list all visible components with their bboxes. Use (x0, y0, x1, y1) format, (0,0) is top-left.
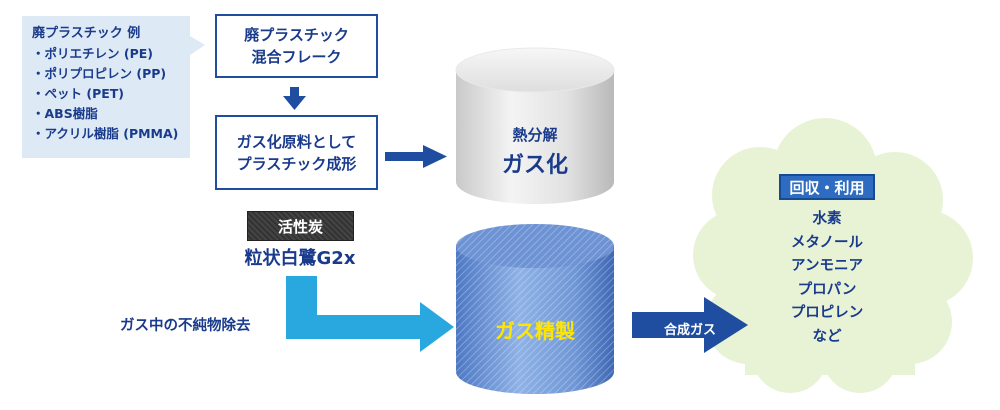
recovery-item: プロパン (797, 281, 857, 298)
recovery-item: プロピレン (790, 305, 864, 321)
example-item: ・ABS樹脂 (32, 106, 98, 121)
recovery-cloud (693, 118, 973, 393)
example-item: ・ポリエチレン (PE) (32, 46, 153, 61)
gasifier-line2: ガス化 (501, 153, 568, 178)
recovery-item: 水素 (812, 211, 842, 227)
forming-line2: プラスチック成形 (236, 154, 357, 173)
plastic-examples-panel: 廃プラスチック 例 ・ポリエチレン (PE) ・ポリプロピレン (PP) ・ペッ… (22, 16, 190, 158)
flake-line1: 廃プラスチック (244, 26, 349, 44)
purifier-cylinder (456, 224, 614, 394)
forming-line1: ガス化原料として (236, 132, 357, 151)
syngas-arrow (632, 297, 748, 353)
recovery-title: 回収・利用 (779, 174, 875, 200)
recovery-item: など (812, 328, 842, 345)
purifier-label: ガス精製 (495, 319, 575, 343)
plastic-forming-box: ガス化原料として プラスチック成形 (215, 115, 378, 190)
activated-carbon-badge: 活性炭 (247, 211, 354, 241)
product-name: 粒状白鷺G2x (244, 248, 356, 269)
examples-heading: 廃プラスチック 例 (32, 26, 141, 41)
recovery-item: メタノール (790, 234, 864, 251)
impurity-removal-arrow (286, 276, 454, 352)
impurity-removal-label: ガス中の不純物除去 (120, 318, 251, 334)
gasifier-cylinder (455, 47, 615, 204)
forming-to-gasifier-arrow (385, 145, 447, 168)
flake-to-forming-arrow (283, 87, 306, 110)
waste-flake-box: 廃プラスチック 混合フレーク (215, 14, 378, 78)
gasifier-label: 熱分解 ガス化 (456, 124, 614, 179)
examples-callout (190, 36, 205, 55)
example-item: ・ポリプロピレン (PP) (32, 66, 167, 81)
example-item: ・ペット (PET) (32, 86, 125, 101)
gasifier-line1: 熱分解 (512, 126, 558, 144)
example-item: ・アクリル樹脂 (PMMA) (32, 126, 179, 141)
recovery-list: 水素 メタノール アンモニア プロパン プロピレン など (760, 208, 894, 349)
flake-line2: 混合フレーク (251, 48, 342, 66)
syngas-label: 合成ガス (664, 323, 717, 338)
recovery-item: アンモニア (791, 258, 863, 274)
